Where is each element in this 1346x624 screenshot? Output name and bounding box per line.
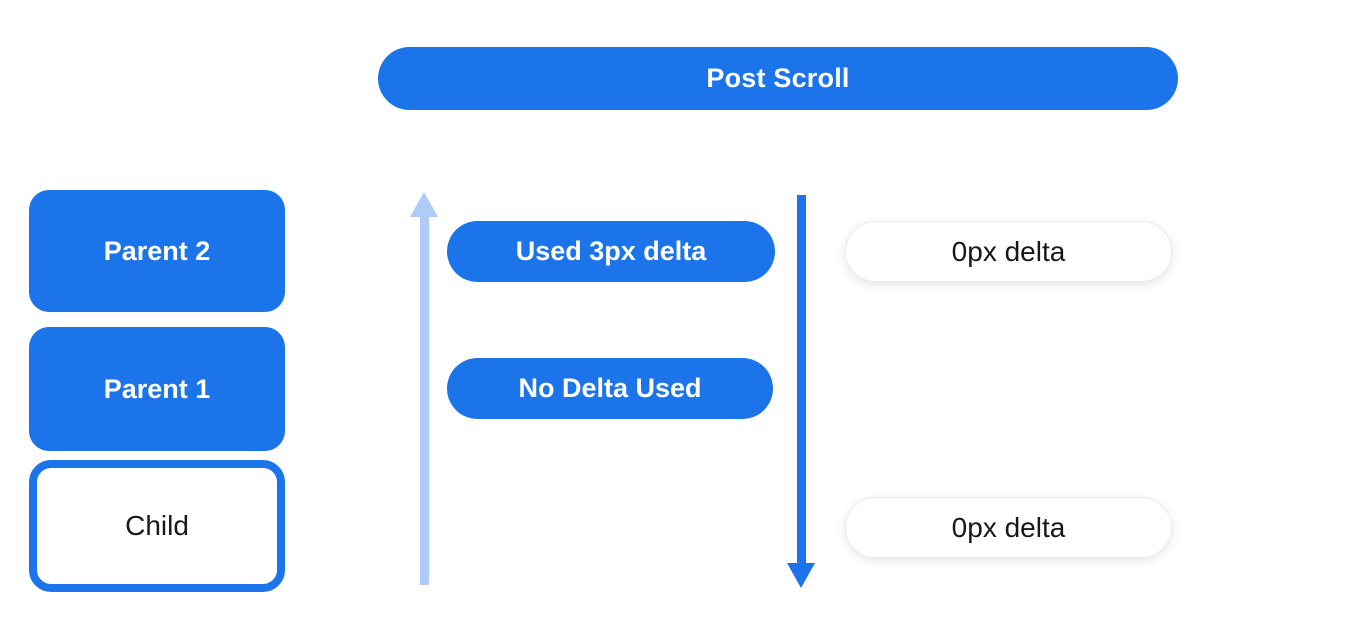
parent2-box: Parent 2 xyxy=(29,190,285,312)
down-arrowhead-icon xyxy=(787,563,815,588)
zero-delta-pill-bottom: 0px delta xyxy=(845,497,1172,558)
down-arrow-shaft xyxy=(796,195,806,563)
used-delta-pill: Used 3px delta xyxy=(447,221,775,282)
parent1-box: Parent 1 xyxy=(29,327,285,451)
post-scroll-header: Post Scroll xyxy=(378,47,1178,110)
child-box: Child xyxy=(29,460,285,592)
up-arrow-shaft xyxy=(419,217,429,585)
up-arrowhead-icon xyxy=(410,192,438,217)
up-arrow xyxy=(410,192,438,585)
down-arrow xyxy=(787,195,815,588)
zero-delta-pill-top: 0px delta xyxy=(845,221,1172,282)
no-delta-pill: No Delta Used xyxy=(447,358,773,419)
